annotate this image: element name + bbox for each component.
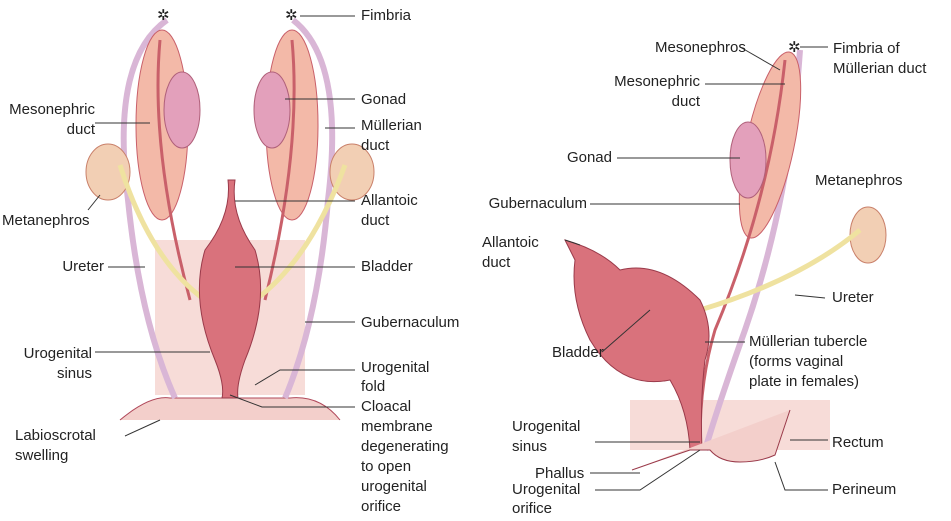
right-gonad — [253, 71, 291, 149]
label-ureter: Ureter — [62, 258, 104, 275]
label-gubernaculum-right: Gubernaculum — [489, 195, 587, 212]
ureter-shape — [699, 228, 862, 313]
leader-lines — [87, 15, 828, 491]
left-gonad — [163, 71, 201, 149]
right-metanephros — [329, 143, 375, 201]
left-mullerian-duct — [120, 17, 178, 400]
gonad-shape — [729, 121, 767, 199]
label-fimbria: Fimbria — [361, 7, 412, 24]
left-ureter — [117, 164, 207, 303]
fimbria-icon: ✲ — [285, 7, 298, 24]
labioscrotal-swelling-shape — [119, 397, 341, 421]
label-gonad: Gonad — [361, 91, 406, 108]
label-perineum: Perineum — [832, 481, 896, 498]
phallus-perineum-shape — [631, 409, 791, 471]
right-ureter — [253, 164, 348, 303]
left-metanephros — [85, 143, 131, 201]
label-gubernaculum: Gubernaculum — [361, 314, 459, 331]
label-bladder-right: Bladder — [552, 344, 604, 361]
label-bladder: Bladder — [361, 258, 413, 275]
label-metanephros-right: Metanephros — [815, 172, 903, 189]
left-mesonephric-duct — [156, 39, 192, 301]
label-mesonephros: Mesonephros — [655, 39, 746, 56]
label-phallus: Phallus — [535, 465, 584, 482]
fimbria-icon: ✲ — [157, 7, 170, 24]
label-ureter-right: Ureter — [832, 289, 874, 306]
label-metanephros: Metanephros — [2, 212, 90, 229]
left-illustration: ✲ ✲ — [85, 7, 375, 421]
bladder-shape-right — [564, 239, 710, 451]
right-mesonephric-duct — [263, 39, 296, 301]
label-rectum: Rectum — [832, 434, 884, 451]
right-illustration: ✲ — [564, 39, 887, 471]
fimbria-icon: ✲ — [788, 39, 801, 56]
label-gonad-right: Gonad — [567, 149, 612, 166]
